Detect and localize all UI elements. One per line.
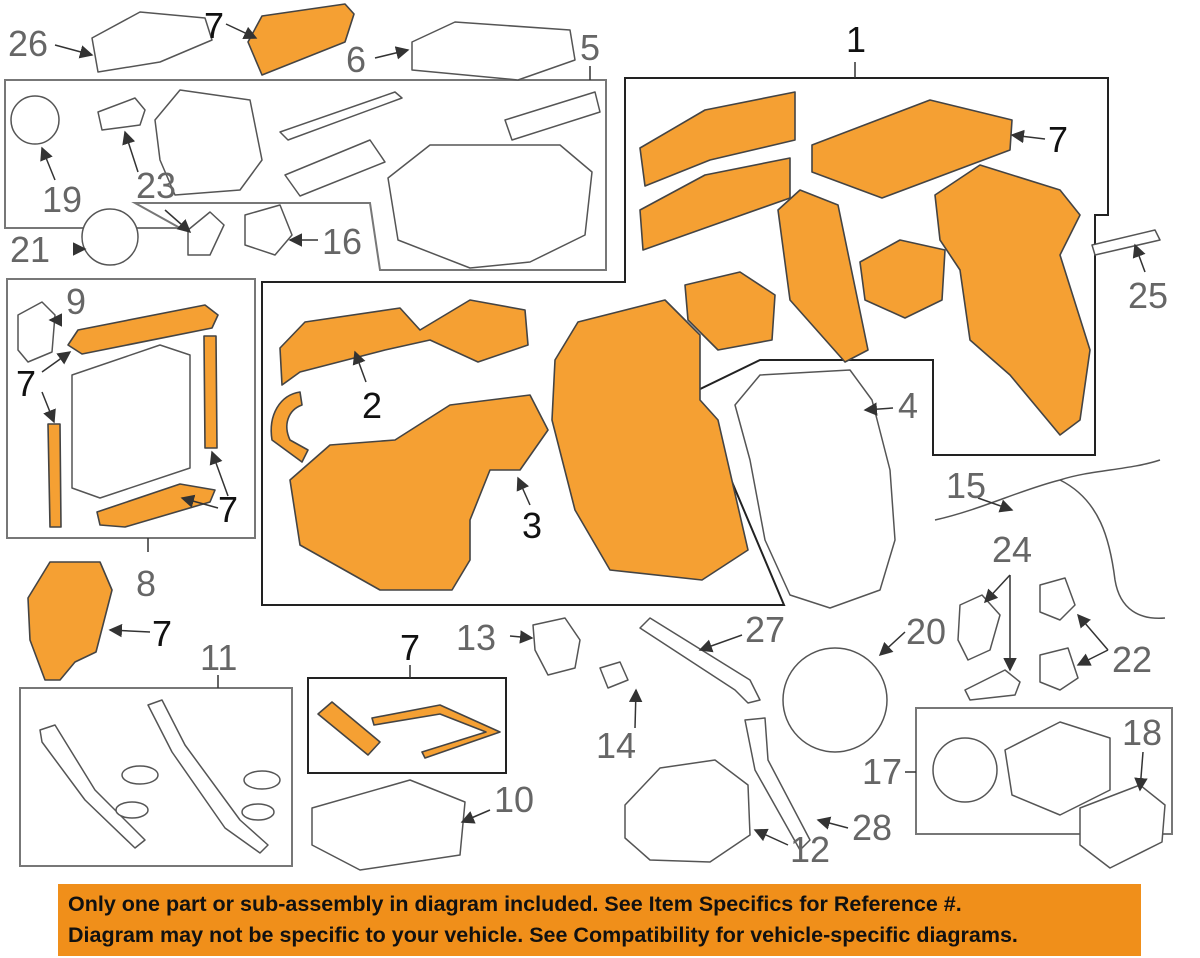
disclaimer-line-2: Diagram may not be specific to your vehi… bbox=[68, 923, 1018, 947]
connector-13 bbox=[532, 617, 581, 676]
callout-20: 20 bbox=[906, 611, 946, 652]
actuator-24a bbox=[957, 594, 1001, 661]
group-box-11 bbox=[19, 687, 293, 867]
callout-7-leftgroup: 7 bbox=[16, 363, 36, 404]
callout-6: 6 bbox=[346, 39, 366, 80]
seal-frame-top bbox=[67, 304, 219, 355]
oring-right-a bbox=[243, 770, 281, 790]
kit-seal-small bbox=[317, 701, 381, 756]
group-box-8 bbox=[6, 278, 256, 539]
callout-15: 15 bbox=[946, 465, 986, 506]
callout-10: 10 bbox=[494, 779, 534, 820]
vent-26 bbox=[91, 11, 213, 73]
bracket-right bbox=[504, 91, 601, 141]
seal-top bbox=[247, 3, 355, 76]
parts-diagram: 26 7 6 5 1 7 19 23 21 16 25 9 7 2 4 7 15… bbox=[4, 3, 1173, 871]
core-evaporator bbox=[71, 344, 191, 499]
callout-11: 11 bbox=[200, 637, 237, 678]
gear-22b bbox=[1039, 647, 1079, 691]
callout-12: 12 bbox=[790, 829, 830, 870]
callout-7-seal: 7 bbox=[152, 613, 172, 654]
callout-17: 17 bbox=[862, 751, 902, 792]
callout-7-top: 7 bbox=[204, 5, 224, 46]
callout-3: 3 bbox=[522, 505, 542, 546]
core-heater-10 bbox=[311, 779, 466, 871]
block-23 bbox=[187, 211, 225, 256]
door-lower-left bbox=[639, 157, 791, 251]
callout-21: 21 bbox=[10, 229, 50, 270]
rod bbox=[279, 91, 403, 141]
callout-14: 14 bbox=[596, 725, 636, 766]
callout-13: 13 bbox=[456, 617, 496, 658]
disclaimer-line-1: Only one part or sub-assembly in diagram… bbox=[68, 892, 962, 916]
motor-12 bbox=[624, 759, 751, 863]
callout-7-kit: 7 bbox=[400, 627, 420, 668]
blower-wheel-20 bbox=[782, 647, 888, 753]
callout-24: 24 bbox=[992, 529, 1032, 570]
callout-28: 28 bbox=[852, 807, 892, 848]
callout-8: 8 bbox=[136, 563, 156, 604]
hose-27 bbox=[639, 617, 761, 704]
gear-17 bbox=[932, 737, 998, 803]
ring-19 bbox=[10, 95, 60, 145]
filter-seal-right bbox=[811, 99, 1013, 199]
case-center bbox=[551, 299, 749, 581]
callout-19: 19 bbox=[42, 179, 82, 220]
bracket-23 bbox=[97, 97, 146, 131]
callout-numbers: 26 7 6 5 1 7 19 23 21 16 25 9 7 2 4 7 15… bbox=[8, 5, 1168, 870]
callout-22: 22 bbox=[1112, 639, 1152, 680]
case-4 bbox=[734, 369, 896, 609]
group-box-17 bbox=[915, 707, 1173, 835]
highlighted-parts bbox=[27, 3, 1091, 759]
grey-parts bbox=[10, 11, 1166, 871]
plate-16 bbox=[244, 204, 293, 256]
oring-left-a bbox=[121, 765, 159, 785]
duct-2 bbox=[279, 299, 529, 386]
leader-lines bbox=[40, 23, 1148, 846]
group-box-5 bbox=[4, 79, 607, 271]
actuator-17 bbox=[1004, 721, 1111, 816]
case-upper-right bbox=[934, 164, 1091, 436]
lever-24b bbox=[964, 669, 1021, 701]
grille bbox=[284, 139, 386, 197]
pipe-left bbox=[39, 724, 146, 849]
callout-2: 2 bbox=[362, 385, 382, 426]
callout-7-right: 7 bbox=[1048, 119, 1068, 160]
oring-right-b bbox=[241, 803, 275, 821]
callout-1: 1 bbox=[846, 19, 866, 60]
callout-7-leftgroup-b: 7 bbox=[218, 489, 238, 530]
panel-top bbox=[154, 89, 263, 196]
callout-9: 9 bbox=[66, 281, 86, 322]
callout-16: 16 bbox=[322, 221, 362, 262]
valve-left bbox=[684, 271, 776, 351]
seal-strip-left bbox=[47, 423, 62, 528]
kit-seal-large bbox=[371, 704, 501, 759]
seal-plate-left bbox=[27, 561, 113, 681]
callout-26: 26 bbox=[8, 23, 48, 64]
callout-23: 23 bbox=[136, 165, 176, 206]
callout-4: 4 bbox=[898, 385, 918, 426]
pipe-right bbox=[147, 699, 269, 854]
callout-18: 18 bbox=[1122, 712, 1162, 753]
valve-9 bbox=[17, 301, 56, 363]
flap-diagonal bbox=[777, 189, 869, 363]
callout-27: 27 bbox=[745, 609, 785, 650]
sensor-25 bbox=[1091, 229, 1161, 256]
hose-28 bbox=[744, 717, 811, 851]
gear-21 bbox=[81, 208, 139, 266]
oring-left-b bbox=[115, 801, 149, 819]
valve-mid bbox=[859, 239, 946, 319]
group-box-7-kit bbox=[307, 677, 507, 774]
heater-housing bbox=[387, 144, 593, 269]
door-upper-left bbox=[639, 91, 796, 187]
seal-strip-right bbox=[203, 335, 218, 449]
callout-25: 25 bbox=[1128, 275, 1168, 316]
callout-5: 5 bbox=[580, 27, 600, 68]
disclaimer-banner: Only one part or sub-assembly in diagram… bbox=[58, 884, 1141, 956]
gasket-curved bbox=[270, 391, 309, 463]
gear-22a bbox=[1039, 577, 1076, 621]
sensor-14 bbox=[599, 661, 629, 689]
filter-6 bbox=[411, 21, 576, 81]
blower-housing-3 bbox=[289, 394, 549, 591]
